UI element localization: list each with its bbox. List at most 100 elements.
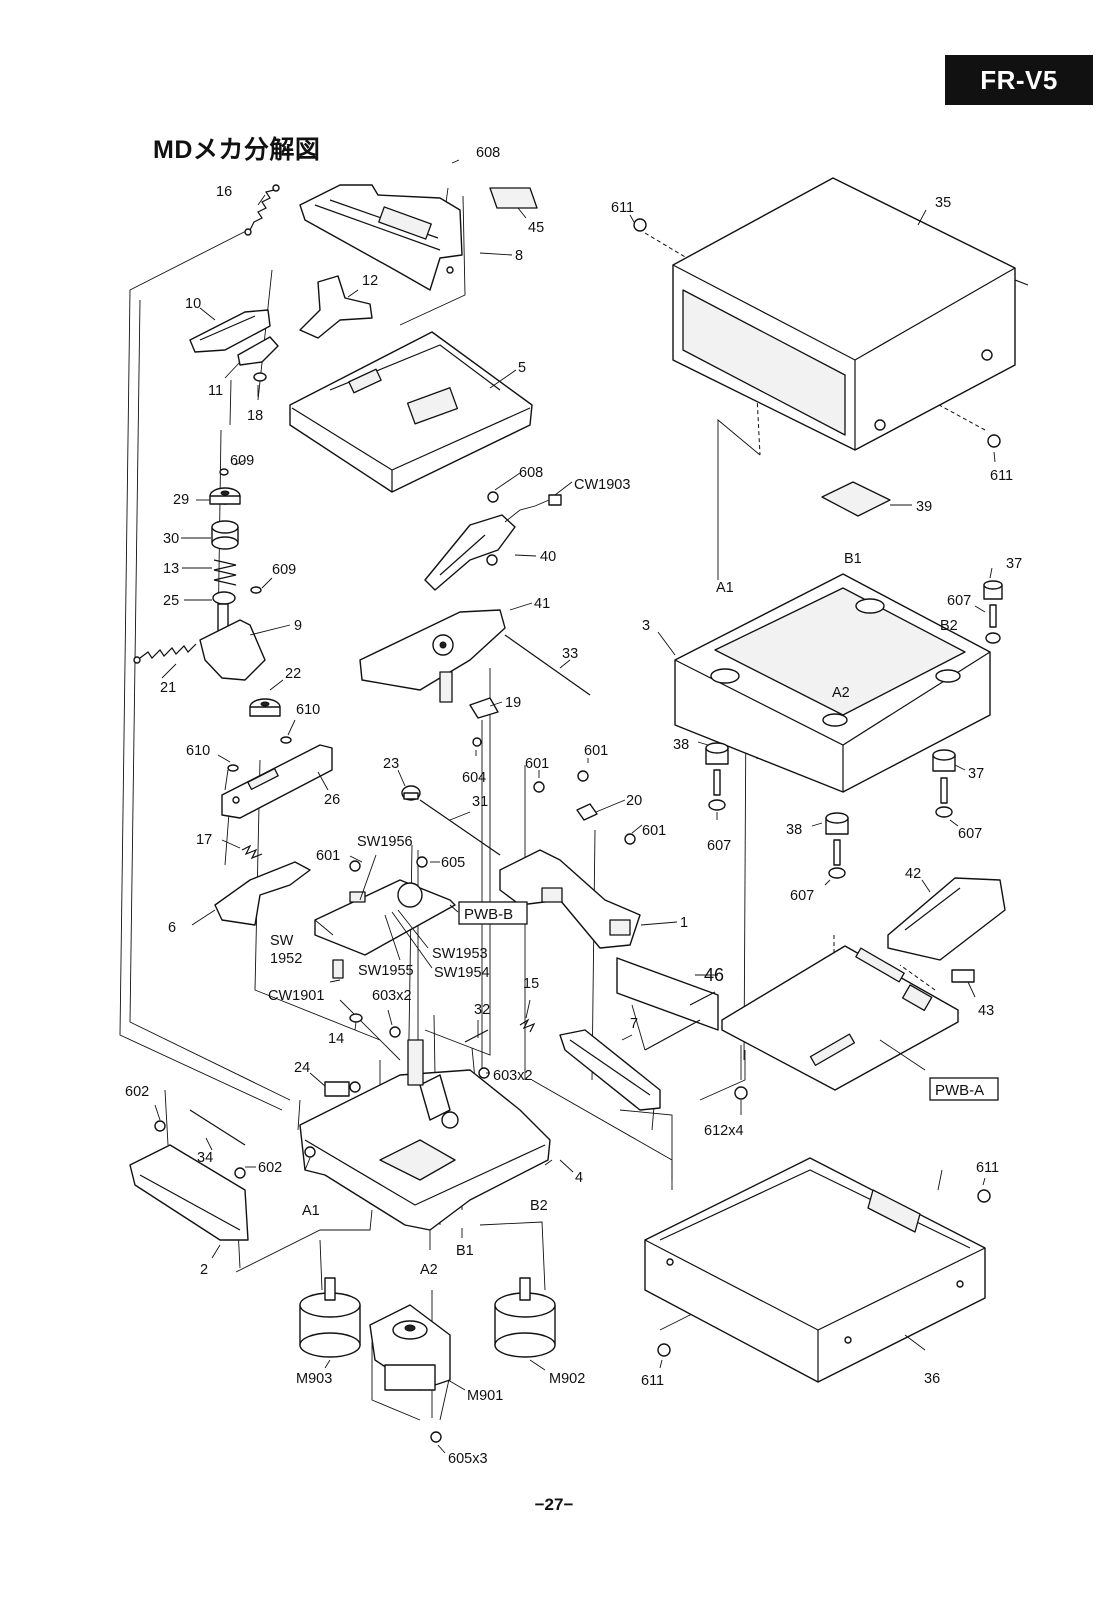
label-sw: SW — [270, 933, 294, 949]
pwb-a-board — [721, 945, 959, 1091]
label-612x4: 612x4 — [704, 1123, 744, 1139]
label-608-a: 608 — [476, 145, 500, 161]
label-16: 16 — [216, 184, 232, 200]
leaders — [154, 159, 996, 1454]
part-45-sheet — [489, 187, 538, 209]
label-sw1953: SW1953 — [432, 946, 488, 962]
label-1: 1 — [680, 915, 688, 931]
part-9-bracket — [199, 619, 266, 681]
label-603x2-b: 603x2 — [493, 1068, 533, 1084]
pwb-b-tag — [458, 901, 528, 925]
label-pwb-b: PWB-B — [464, 906, 513, 923]
part-21-spring — [133, 643, 197, 664]
label-2: 2 — [200, 1262, 208, 1278]
label-43: 43 — [978, 1003, 994, 1019]
label-609-a: 609 — [230, 453, 254, 469]
label-8: 8 — [515, 248, 523, 264]
part-601-screw-c — [624, 833, 636, 845]
label-sw1956: SW1956 — [357, 834, 413, 850]
part-41-pickup — [359, 609, 506, 703]
part-31-leadscrew — [419, 799, 501, 856]
label-46: 46 — [704, 965, 724, 985]
label-39: 39 — [916, 499, 932, 515]
label-607-d: 607 — [790, 888, 814, 904]
part-25-hub — [212, 591, 236, 635]
page-title: MDメカ分解図 — [153, 136, 321, 164]
label-605: 605 — [441, 855, 465, 871]
part-605-screw-b — [430, 1431, 442, 1443]
part-607-screw-d — [828, 839, 846, 879]
part-611-screw-d — [657, 1343, 671, 1357]
part-1-sled — [499, 849, 641, 949]
label-19: 19 — [505, 695, 521, 711]
label-24: 24 — [294, 1060, 310, 1076]
label-609-b: 609 — [272, 562, 296, 578]
model-badge: FR-V5 — [945, 55, 1093, 105]
label-611-c: 611 — [976, 1160, 999, 1176]
label-603x2-a: 603x2 — [372, 988, 412, 1004]
label-30: 30 — [163, 531, 179, 547]
model-name: FR-V5 — [980, 64, 1058, 95]
part-10-slider — [189, 309, 271, 353]
part-607-screw-c — [935, 777, 953, 818]
motor-m903 — [299, 1277, 361, 1358]
part-labels: 608 16 45 8 12 10 11 18 5 609 29 30 13 6… — [125, 145, 1022, 1467]
label-41: 41 — [534, 596, 550, 612]
label-6: 6 — [168, 920, 176, 936]
label-m902: M902 — [549, 1371, 585, 1387]
label-21: 21 — [160, 680, 176, 696]
label-42: 42 — [905, 866, 921, 882]
part-611-screw-c — [977, 1189, 991, 1203]
part-2-rail — [129, 1144, 249, 1241]
part-607-screw-a — [985, 604, 1001, 644]
label-b1-bottom: B1 — [456, 1243, 474, 1259]
part-602-screw-a — [154, 1120, 166, 1132]
label-610-b: 610 — [186, 743, 210, 759]
label-38-a: 38 — [673, 737, 689, 753]
part-601-screw-b — [577, 770, 589, 782]
part-23-gear — [401, 785, 421, 801]
part-605-screw — [416, 856, 428, 868]
label-607-b: 607 — [707, 838, 731, 854]
label-pwb-a: PWB-A — [935, 1082, 984, 1099]
label-a2-bottom: A2 — [420, 1262, 438, 1278]
cw1903-connector — [548, 494, 562, 506]
part-3-frame — [674, 573, 991, 793]
part-602-screw-b — [234, 1167, 246, 1179]
part-32-pin — [464, 1029, 489, 1043]
part-604-screw — [472, 737, 482, 747]
label-17: 17 — [196, 832, 212, 848]
part-601-screw-a — [533, 781, 545, 793]
label-31: 31 — [472, 794, 488, 810]
label-13: 13 — [163, 561, 179, 577]
part-19-clip — [469, 697, 499, 719]
label-607-c: 607 — [958, 826, 982, 842]
part-37-damper-a — [983, 580, 1003, 600]
label-607-a: 607 — [947, 593, 971, 609]
label-4: 4 — [575, 1170, 583, 1186]
label-601-a: 601 — [525, 756, 549, 772]
part-46-panel — [616, 957, 719, 1031]
part-610-washer-b — [227, 764, 239, 772]
label-37-b: 37 — [968, 766, 984, 782]
label-602-a: 602 — [125, 1084, 149, 1100]
label-15: 15 — [523, 976, 539, 992]
part-610-washer-a — [280, 736, 292, 744]
label-22: 22 — [285, 666, 301, 682]
part-6-bracket — [214, 861, 311, 926]
label-32: 32 — [474, 1002, 490, 1018]
label-35: 35 — [935, 195, 951, 211]
part-607-screw-b — [708, 769, 726, 811]
label-602-b: 602 — [258, 1160, 282, 1176]
part-18-washer — [253, 372, 267, 382]
part-38-damper-b — [825, 812, 849, 835]
part-609-washer-a — [219, 468, 229, 476]
label-sw1954: SW1954 — [434, 965, 490, 981]
part-601-screw-d — [349, 860, 361, 872]
page-number: −27− — [534, 1495, 574, 1514]
label-a2: A2 — [832, 685, 850, 701]
part-14-washer — [349, 1013, 363, 1023]
part-11-arm — [237, 336, 279, 366]
label-sw1955: SW1955 — [358, 963, 414, 979]
